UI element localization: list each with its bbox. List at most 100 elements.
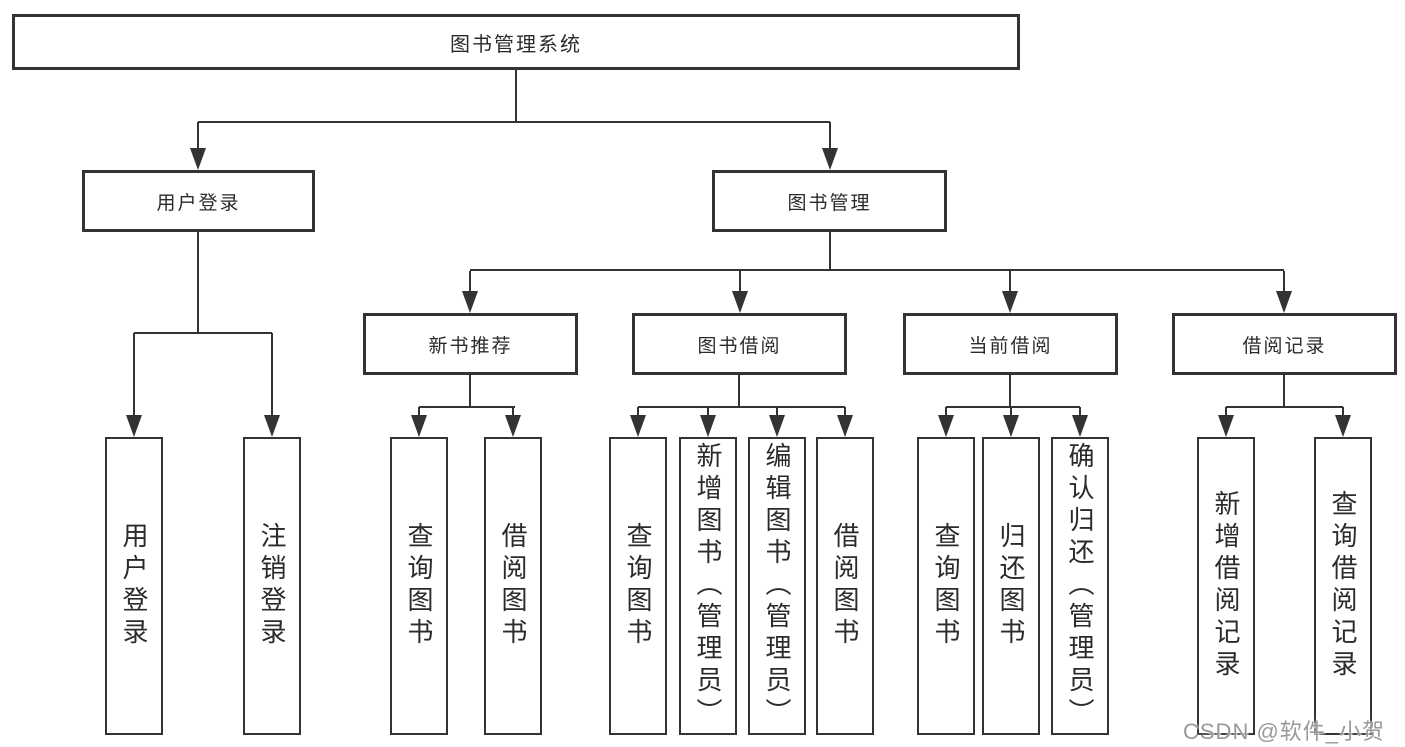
connector-line [707, 407, 709, 415]
arrowhead-icon [190, 148, 206, 170]
leaf-label: 归还图书 [996, 522, 1026, 650]
leaf-query-books-borrowing: 查询图书 [609, 437, 667, 735]
connector-current-borrowing-branch [946, 406, 1080, 408]
connector-arrow-borrowing-records [1276, 271, 1292, 313]
leaf-label: 查询图书 [404, 522, 434, 650]
connector-new-book-branch [419, 406, 515, 408]
connector-arrow [411, 407, 427, 437]
connector-line [945, 407, 947, 415]
connector-line [776, 407, 778, 415]
node-library-management-system: 图书管理系统 [12, 14, 1020, 70]
arrowhead-icon [1002, 291, 1018, 313]
node-label: 图书管理 [787, 192, 872, 214]
node-label: 当前借阅 [968, 335, 1053, 357]
arrowhead-icon [1218, 415, 1234, 437]
connector-line [1225, 407, 1227, 415]
connector-line [1079, 407, 1081, 415]
connector-line [133, 333, 135, 415]
connector-records-stem [1283, 375, 1285, 407]
arrowhead-icon [264, 415, 280, 437]
leaf-label: 注销登录 [257, 522, 287, 650]
connector-arrow-leaf-user-login [126, 333, 142, 437]
leaf-edit-books-admin: 编辑图书（管理员） [748, 437, 806, 735]
connector-line [469, 271, 471, 291]
leaf-logout: 注销登录 [243, 437, 301, 735]
leaf-label: 新增图书（管理员） [693, 442, 723, 730]
connector-new-book-stem [469, 375, 471, 407]
leaf-confirm-return-admin: 确认归还（管理员） [1051, 437, 1109, 735]
connector-line [739, 271, 741, 291]
connector-arrow [1072, 407, 1088, 437]
arrowhead-icon [1335, 415, 1351, 437]
connector-root-stem [515, 70, 517, 122]
connector-line [829, 122, 831, 148]
connector-arrow-leaf-logout [264, 333, 280, 437]
leaf-query-borrow-record: 查询借阅记录 [1314, 437, 1372, 735]
arrowhead-icon [732, 291, 748, 313]
connector-arrow-current-borrowing [1002, 271, 1018, 313]
connector-records-branch [1226, 406, 1343, 408]
arrowhead-icon [411, 415, 427, 437]
connector-arrow-book-management [822, 122, 838, 170]
leaf-return-books: 归还图书 [982, 437, 1040, 735]
node-label: 新书推荐 [428, 335, 513, 357]
connector-book-mgmt-stem [829, 232, 831, 270]
connector-arrow [837, 407, 853, 437]
csdn-watermark: CSDN @软件_小贺同学 [1183, 719, 1386, 744]
leaf-add-borrow-record: 新增借阅记录 [1197, 437, 1255, 735]
node-new-book-recommendation: 新书推荐 [363, 313, 578, 375]
connector-arrow [700, 407, 716, 437]
connector-book-borrowing-branch [638, 406, 845, 408]
node-label: 借阅记录 [1242, 335, 1327, 357]
connector-book-borrowing-stem [738, 375, 740, 407]
connector-line [271, 333, 273, 415]
arrowhead-icon [769, 415, 785, 437]
leaf-borrow-books-recommend: 借阅图书 [484, 437, 542, 735]
leaf-label: 查询图书 [623, 522, 653, 650]
connector-line [1342, 407, 1344, 415]
node-borrowing-records: 借阅记录 [1172, 313, 1397, 375]
arrowhead-icon [700, 415, 716, 437]
leaf-label: 查询借阅记录 [1328, 490, 1358, 682]
connector-line [418, 407, 420, 415]
arrowhead-icon [1072, 415, 1088, 437]
connector-arrow [938, 407, 954, 437]
connector-line [1010, 407, 1012, 415]
arrowhead-icon [126, 415, 142, 437]
connector-line [844, 407, 846, 415]
leaf-label: 用户登录 [119, 522, 149, 650]
node-label: 图书借阅 [697, 335, 782, 357]
arrowhead-icon [630, 415, 646, 437]
node-book-borrowing: 图书借阅 [632, 313, 847, 375]
leaf-label: 编辑图书（管理员） [762, 442, 792, 730]
arrowhead-icon [462, 291, 478, 313]
connector-root-branch [198, 121, 830, 123]
arrowhead-icon [1003, 415, 1019, 437]
connector-user-login-branch [134, 332, 272, 334]
connector-arrow [630, 407, 646, 437]
node-book-management: 图书管理 [712, 170, 947, 232]
leaf-label: 确认归还（管理员） [1065, 442, 1095, 730]
leaf-query-books-recommend: 查询图书 [390, 437, 448, 735]
connector-arrow [505, 407, 521, 437]
connector-line [1283, 271, 1285, 291]
connector-line [512, 407, 514, 415]
connector-line [637, 407, 639, 415]
connector-arrow [1218, 407, 1234, 437]
leaf-label: 新增借阅记录 [1211, 490, 1241, 682]
connector-user-login-stem [197, 232, 199, 333]
arrowhead-icon [505, 415, 521, 437]
connector-arrow-user-login [190, 122, 206, 170]
connector-line [197, 122, 199, 148]
node-user-login: 用户登录 [82, 170, 315, 232]
connector-line [1009, 271, 1011, 291]
leaf-user-login: 用户登录 [105, 437, 163, 735]
arrowhead-icon [822, 148, 838, 170]
connector-arrow [1335, 407, 1351, 437]
leaf-label: 借阅图书 [830, 522, 860, 650]
arrowhead-icon [938, 415, 954, 437]
leaf-label: 查询图书 [931, 522, 961, 650]
node-label: 图书管理系统 [450, 33, 582, 56]
arrowhead-icon [837, 415, 853, 437]
